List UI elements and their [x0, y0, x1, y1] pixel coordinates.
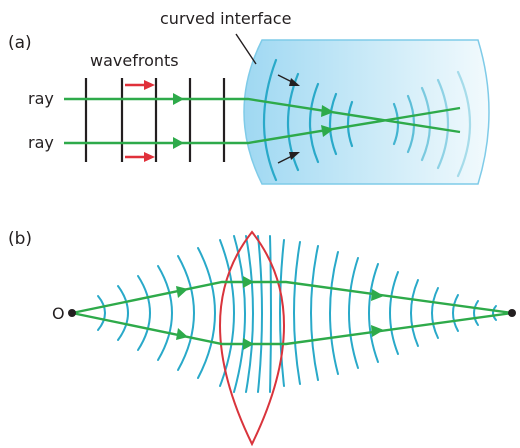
curved-interface-pointer [235, 33, 257, 65]
object-point [68, 309, 76, 317]
wavefront-arc [431, 287, 439, 339]
wavefronts-label: wavefronts [90, 51, 179, 70]
wavefront-arc [97, 295, 106, 331]
green-arrowhead [173, 137, 184, 149]
wavefront-arc [157, 265, 173, 361]
wavefront-arc [219, 239, 235, 387]
wavefront-arc [279, 239, 285, 387]
wavefront-arc [308, 82, 320, 164]
green-arrowhead [371, 289, 384, 301]
wavefront-arc [410, 279, 419, 347]
wavefront-arc [389, 271, 399, 355]
panel-b-label: (b) [8, 229, 32, 249]
wavefront-arc [420, 86, 432, 162]
ray-label-top: ray [28, 89, 54, 108]
ray-bottom [64, 106, 461, 145]
wavefront-arc [456, 70, 472, 178]
red-arrowhead [144, 152, 155, 162]
propagation-direction-arrows [125, 80, 155, 162]
wavefront-arc [436, 78, 450, 170]
air-wavefronts [84, 78, 226, 162]
wavefront-arc [262, 58, 278, 182]
red-arrowhead [144, 80, 155, 90]
wavefront-arc [245, 235, 254, 393]
lens-wavefronts [219, 235, 272, 393]
diverging-wavefronts [97, 247, 216, 379]
ray-upper [71, 280, 513, 315]
wavefront-arc [492, 305, 497, 321]
normal-arrowhead [289, 78, 300, 86]
wavefront-arc [197, 247, 216, 379]
wavefront-arc [269, 235, 272, 393]
green-arrowhead [243, 276, 254, 288]
green-arrowhead [176, 328, 188, 340]
wavefront-arc [348, 257, 359, 369]
ray-arrowheads-a [173, 93, 334, 149]
wavefront-arc [310, 245, 319, 381]
green-arrowhead [176, 286, 188, 298]
rays-a [64, 97, 461, 145]
panel-a-label: (a) [8, 33, 32, 53]
medium-block [243, 39, 490, 185]
wavefront-arc [368, 263, 379, 363]
lens-outline [219, 230, 285, 447]
wavefront-arc [452, 294, 459, 332]
curved-interface-label: curved interface [160, 9, 291, 28]
ray-arrowheads-b [176, 276, 384, 350]
green-arrowhead [371, 325, 384, 337]
wavefront-arc [346, 100, 354, 148]
ray-lower [71, 311, 513, 346]
wavefront-arc [177, 255, 195, 371]
rays-b [71, 280, 513, 346]
panel-b: (b) [8, 229, 516, 447]
wavefront-arc [257, 235, 263, 393]
wavefront-arc [392, 102, 400, 146]
object-label: O [52, 304, 65, 323]
green-arrowhead [173, 93, 184, 105]
converging-wavefronts [279, 239, 497, 387]
wavefront-arc [329, 251, 339, 375]
green-arrowhead [321, 105, 334, 117]
wavefront-arc [137, 275, 151, 351]
wavefront-arc [473, 300, 479, 326]
green-arrowhead [321, 125, 334, 137]
panel-a: (a) curved interface wavefronts [8, 9, 490, 185]
green-arrowhead [243, 338, 254, 350]
wavefront-normal-arrows [277, 74, 300, 164]
wavefront-arc [117, 285, 129, 341]
ray-label-bottom: ray [28, 133, 54, 152]
wavefront-arc [293, 241, 301, 385]
image-point [508, 309, 516, 317]
normal-arrowhead [289, 152, 300, 160]
medium-wavefronts [262, 58, 472, 182]
ray-top [64, 97, 461, 134]
wavefront-arc [328, 92, 338, 156]
